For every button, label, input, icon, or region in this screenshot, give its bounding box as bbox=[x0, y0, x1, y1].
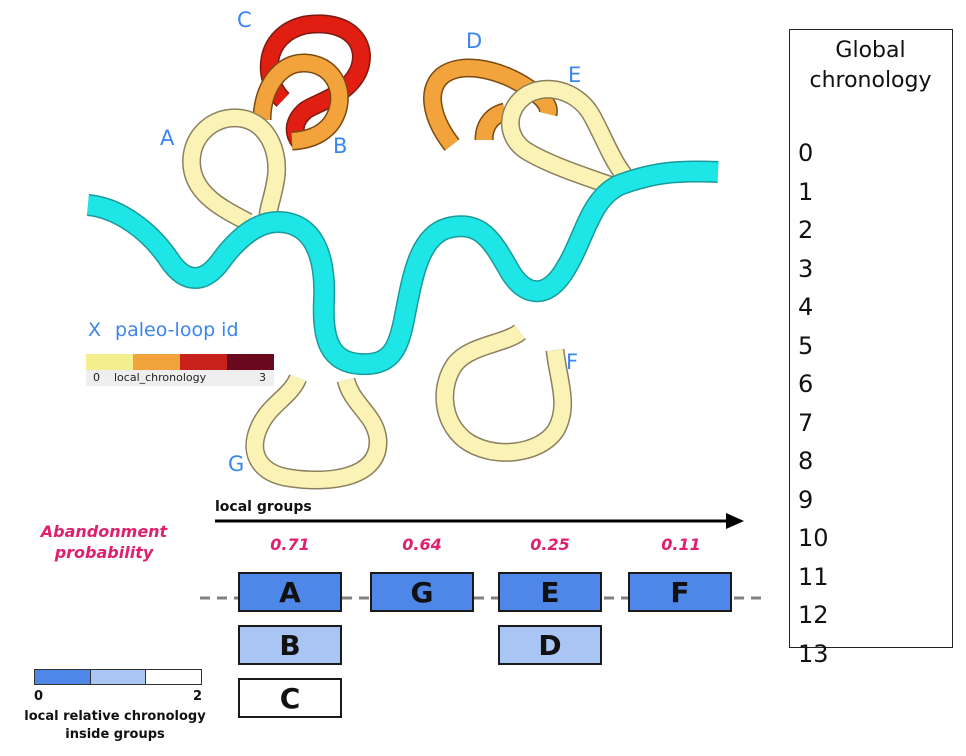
relative-level-1-swatch bbox=[89, 670, 146, 684]
global-chronology-panel: Global chronology 0 1 2 3 4 5 6 7 8 9 10… bbox=[789, 29, 953, 668]
abandonment-title-line2: probability bbox=[54, 543, 154, 562]
relative-legend-caption-line1: local relative chronology bbox=[24, 709, 206, 724]
group-3-probability: 0.25 bbox=[530, 535, 570, 554]
relative-level-2-swatch bbox=[145, 670, 202, 684]
paleo-loop-g bbox=[245, 373, 388, 490]
local-groups-arrow bbox=[215, 513, 744, 529]
abandonment-title-line1: Abandonment bbox=[40, 522, 168, 541]
map-legend-symbol: X bbox=[88, 319, 102, 341]
group-1-member-1: A bbox=[238, 572, 342, 612]
relative-legend-caption: local relative chronology inside groups bbox=[2, 708, 228, 744]
group-1-member-2: B bbox=[238, 625, 342, 665]
relative-legend-min: 0 bbox=[34, 689, 44, 704]
group-3-member-1: E bbox=[498, 572, 602, 612]
map-legend-min: 0 bbox=[93, 371, 100, 384]
chronology-value: 6 bbox=[798, 370, 814, 398]
paleo-loop-a bbox=[182, 108, 287, 231]
paleo-loop-c bbox=[259, 14, 371, 148]
paleo-loop-f bbox=[435, 324, 573, 462]
relative-legend-max: 2 bbox=[193, 689, 203, 704]
global-chronology-list: 0 1 2 3 4 5 6 7 8 9 10 11 12 13 bbox=[798, 138, 829, 677]
chronology-value: 0 bbox=[798, 139, 814, 167]
loop-label-c: C bbox=[237, 8, 252, 32]
map-legend-ticks: 0 local_chronology 3 bbox=[86, 370, 274, 386]
chronology-value: 4 bbox=[798, 293, 814, 321]
map-legend-scale-name: local_chronology bbox=[114, 371, 207, 384]
group-4-member-1: F bbox=[628, 572, 732, 612]
map-legend-max: 3 bbox=[259, 371, 266, 384]
global-chronology-title-line1: Global bbox=[835, 38, 906, 63]
chronology-value: 7 bbox=[798, 408, 814, 437]
group-1-probability: 0.71 bbox=[270, 535, 310, 554]
loop-label-g: G bbox=[228, 452, 245, 476]
group-4-probability: 0.11 bbox=[661, 535, 701, 554]
chronology-value: 8 bbox=[798, 447, 814, 475]
abandonment-probability-title: Abandonment probability bbox=[34, 521, 174, 563]
relative-level-0-swatch bbox=[35, 670, 90, 684]
loop-label-e: E bbox=[568, 63, 582, 87]
chronology-value: 9 bbox=[798, 485, 814, 514]
group-2-probability: 0.64 bbox=[402, 535, 442, 554]
chronology-value: 3 bbox=[798, 254, 814, 283]
chronology-value: 5 bbox=[798, 331, 814, 360]
chronology-value: 13 bbox=[798, 639, 829, 668]
chronology-value: 12 bbox=[798, 601, 829, 629]
map-legend-label: paleo-loop id bbox=[115, 319, 239, 341]
chronology-value: 1 bbox=[798, 177, 814, 206]
relative-legend-caption-line2: inside groups bbox=[65, 727, 165, 742]
paleo-loop-e bbox=[500, 79, 632, 197]
loop-label-b: B bbox=[333, 134, 348, 158]
chronology-value: 11 bbox=[798, 562, 829, 591]
group-1-member-3: C bbox=[238, 678, 342, 718]
local-chronology-color-scale bbox=[86, 354, 274, 370]
group-2-member-1: G bbox=[370, 572, 474, 612]
active-channel bbox=[86, 160, 719, 376]
loop-label-f: F bbox=[566, 350, 579, 374]
chronology-value: 10 bbox=[798, 524, 829, 552]
loop-label-d: D bbox=[466, 29, 483, 53]
global-chronology-title-line2: chronology bbox=[809, 68, 932, 93]
global-chronology-title: Global chronology bbox=[790, 36, 951, 96]
group-3-member-2: D bbox=[498, 625, 602, 665]
paleo-loop-d bbox=[423, 58, 558, 151]
local-groups-label: local groups bbox=[215, 499, 312, 515]
paleo-loop-b bbox=[252, 53, 349, 151]
chronology-value: 2 bbox=[798, 216, 814, 244]
relative-chronology-scale bbox=[34, 669, 202, 685]
loop-label-a: A bbox=[160, 126, 175, 150]
